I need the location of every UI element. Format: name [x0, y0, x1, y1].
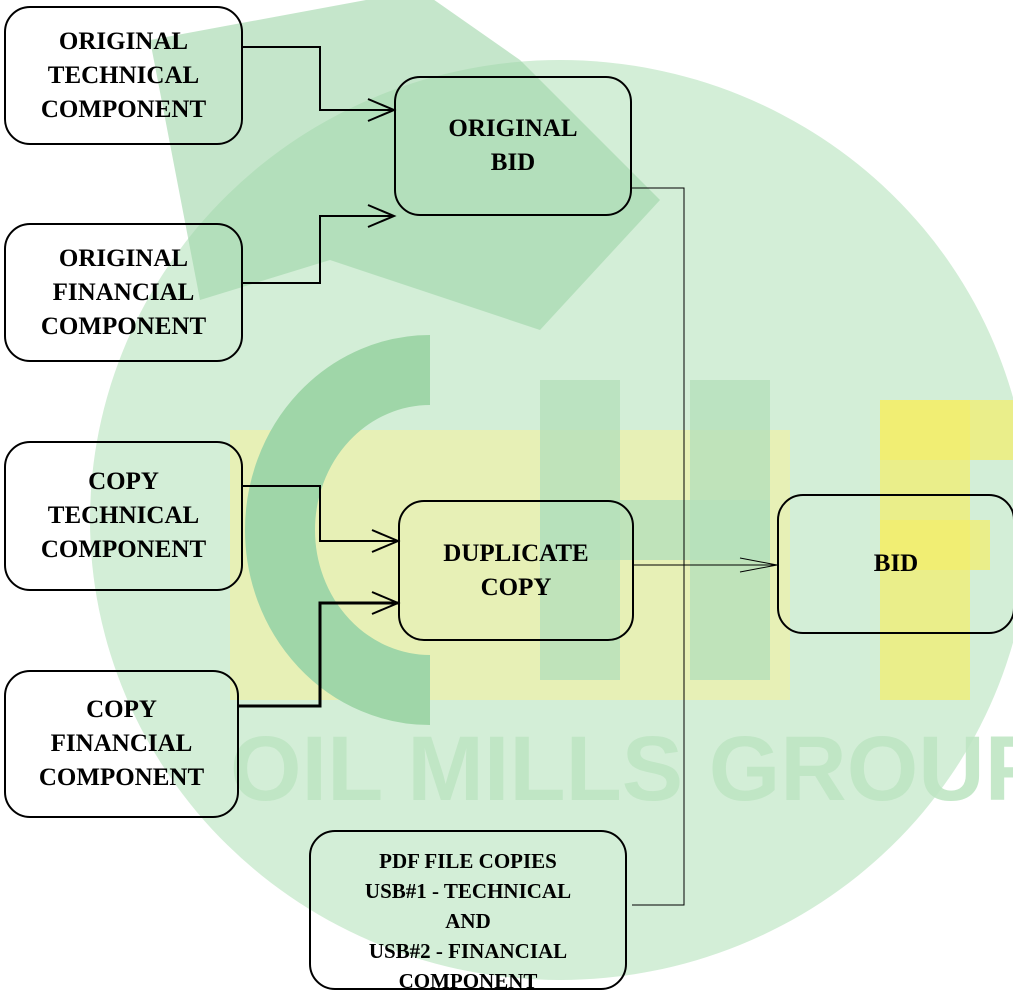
box-line: COMPONENT [40, 536, 207, 563]
connector-original-technical-to-original-bid [243, 46, 397, 122]
box-line: BID [490, 149, 536, 176]
box-line: FINANCIAL [50, 730, 193, 757]
box-line: USB#1 - TECHNICAL [364, 879, 572, 903]
box-line: COMPONENT [40, 95, 207, 123]
box-line: TECHNICAL [47, 61, 200, 89]
watermark-caption: OIL MILLS GROUP [230, 718, 1013, 820]
duplicate-copy-box: DUPLICATE COPY [398, 500, 634, 641]
copy-technical-component-box: COPY TECHNICAL COMPONENT [4, 441, 243, 591]
connector-original-bid-to-trunk [632, 187, 685, 906]
box-line: COMPONENT [398, 969, 538, 993]
watermark-mountain [150, 0, 660, 330]
box-line: TECHNICAL [47, 502, 200, 529]
copy-financial-component-box: COPY FINANCIAL COMPONENT [4, 670, 239, 818]
box-line: COPY [88, 468, 159, 495]
box-line: ORIGINAL [58, 244, 189, 272]
box-line: USB#2 - FINANCIAL [368, 939, 568, 963]
box-line: ORIGINAL [448, 115, 578, 142]
watermark-h-bar [540, 500, 770, 560]
watermark-c-letter [245, 335, 431, 725]
watermark-f-mid [880, 520, 990, 570]
box-line: COPY [86, 696, 157, 723]
pdf-file-copies-box: PDF FILE COPIES USB#1 - TECHNICAL AND US… [309, 830, 627, 993]
connector-copy-technical-to-duplicate-copy [243, 485, 401, 553]
box-line: COMPONENT [40, 312, 207, 340]
original-technical-component-box: ORIGINAL TECHNICAL COMPONENT [4, 6, 243, 145]
box-line: DUPLICATE [443, 539, 589, 567]
box-line: COMPONENT [38, 764, 205, 791]
box-line: PDF FILE COPIES [379, 849, 557, 873]
box-line: COPY [480, 573, 552, 601]
original-financial-component-box: ORIGINAL FINANCIAL COMPONENT [4, 223, 243, 362]
bid-box: BID [777, 494, 1013, 634]
box-line: BID [873, 550, 919, 577]
connector-original-financial-to-original-bid [243, 204, 397, 284]
original-bid-box: ORIGINAL BID [394, 76, 632, 216]
box-line: AND [445, 909, 491, 933]
connector-copy-financial-to-duplicate-copy [239, 591, 401, 708]
box-line: ORIGINAL [58, 27, 189, 55]
watermark-f-top [880, 400, 1013, 460]
box-line: FINANCIAL [52, 278, 195, 306]
